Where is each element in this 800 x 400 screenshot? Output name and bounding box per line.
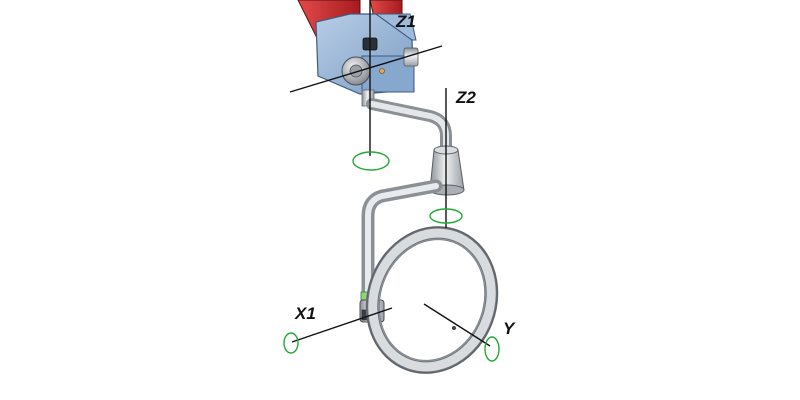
z2-rotation-marker xyxy=(429,208,463,224)
y-rotation-marker xyxy=(484,336,500,362)
axis-label-x1: X1 xyxy=(294,304,316,323)
x1-rotation-marker xyxy=(283,332,299,354)
clamp-axis-line xyxy=(289,45,443,93)
y-axis-line xyxy=(423,303,491,347)
z1-rotation-marker xyxy=(352,151,390,171)
x1-axis-line xyxy=(291,307,393,343)
axis-label-y: Y xyxy=(503,319,516,338)
axis-label-z1: Z1 xyxy=(395,12,416,31)
axis-label-z2: Z2 xyxy=(455,88,476,107)
rotation-markers xyxy=(283,151,500,362)
axis-lines xyxy=(289,0,491,347)
ring-wheel xyxy=(365,226,499,374)
upper-tube xyxy=(361,89,452,152)
